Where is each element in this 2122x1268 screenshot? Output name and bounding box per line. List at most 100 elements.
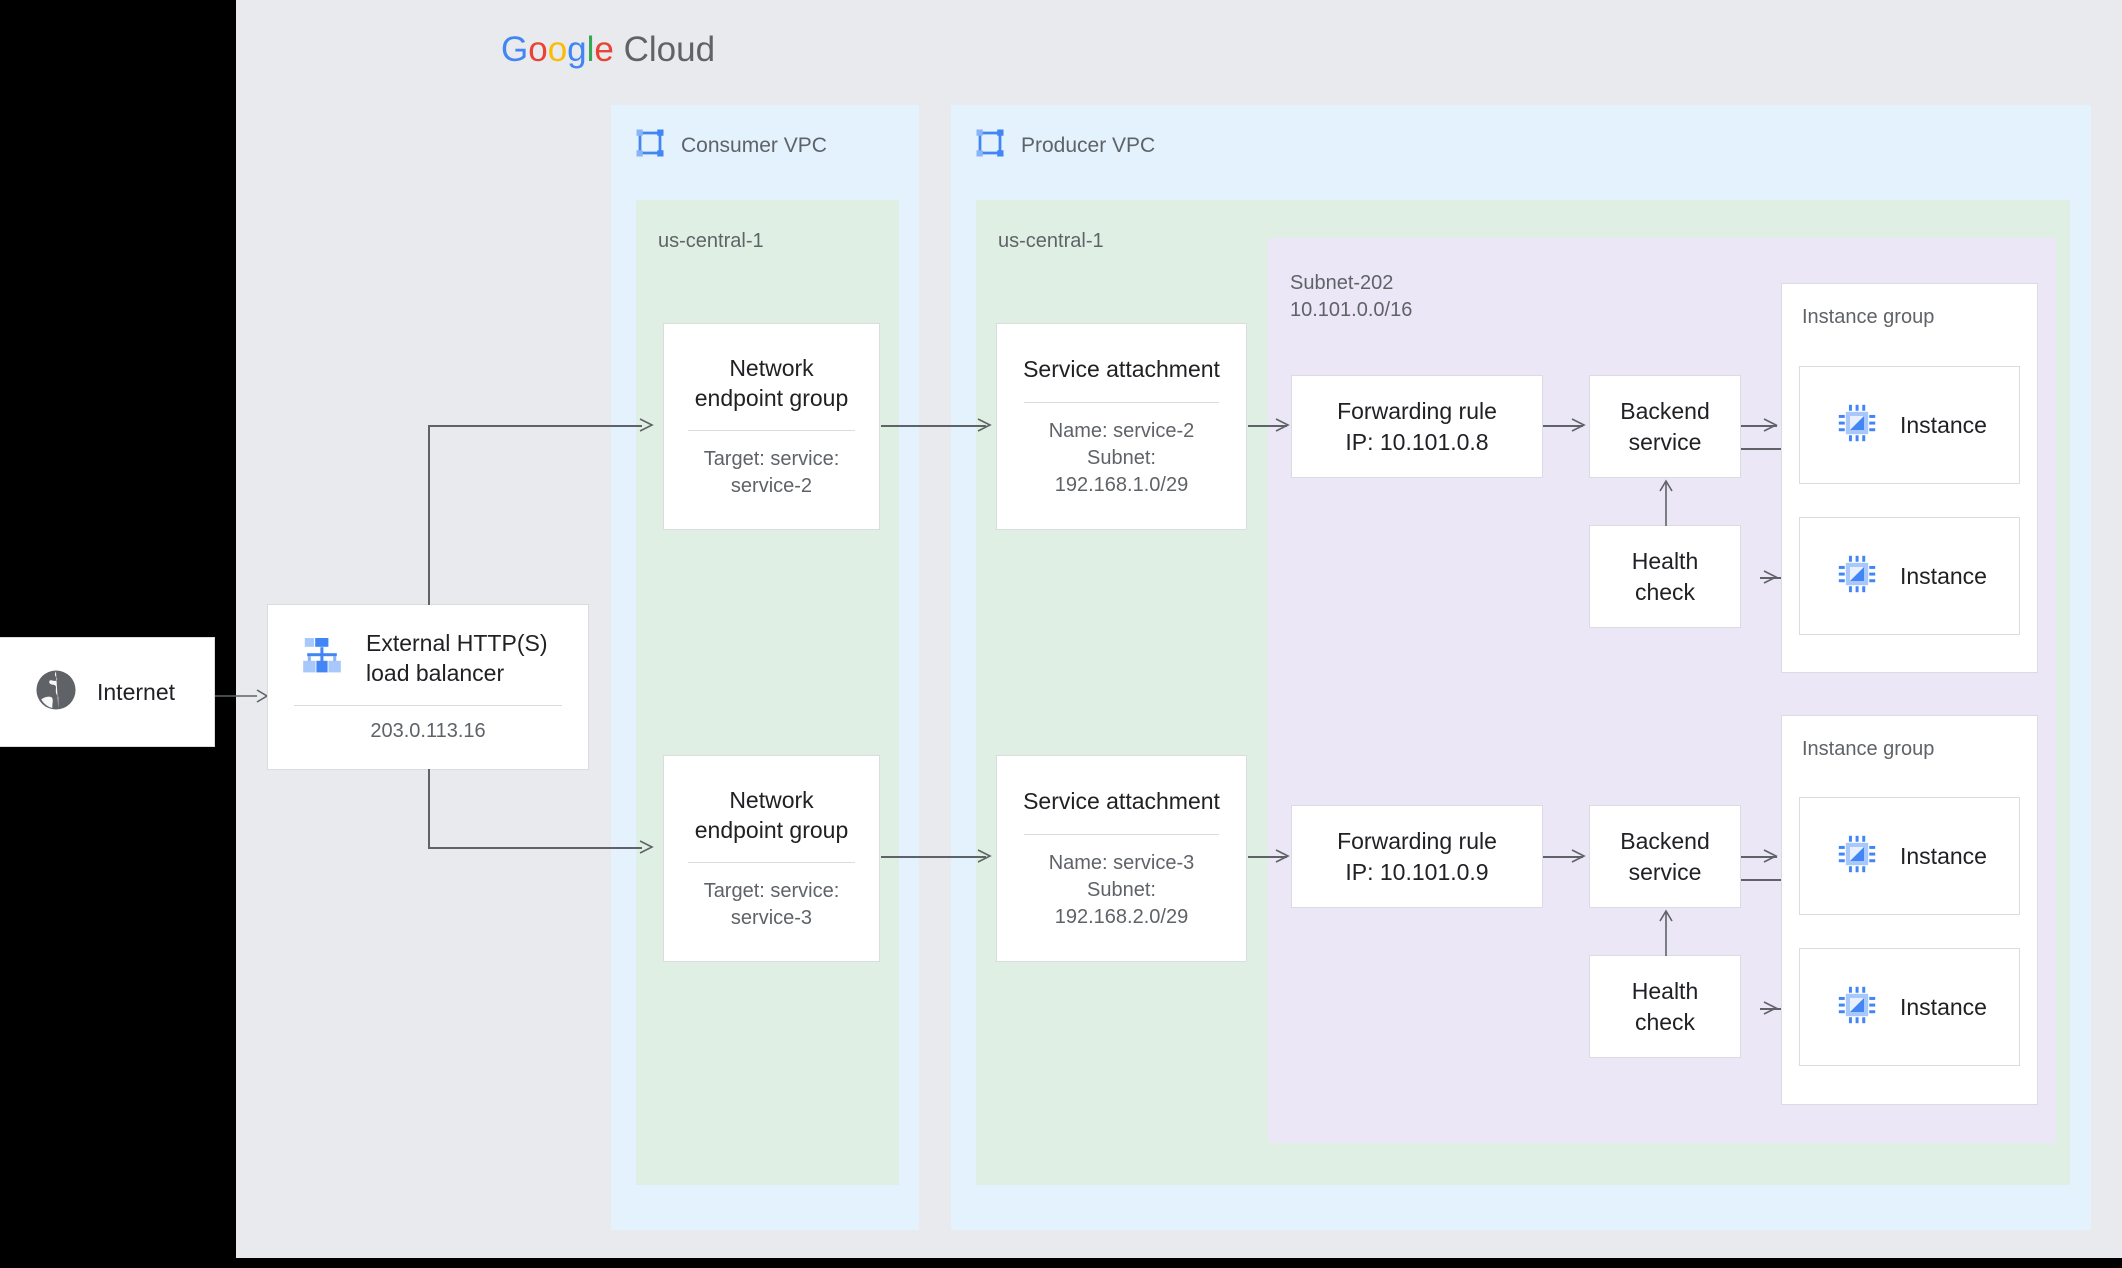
edge-hc1-to-bs1	[1659, 479, 1673, 526]
divider	[293, 704, 563, 706]
subnet-cidr: 10.101.0.0/16	[1290, 299, 1413, 321]
divider	[687, 862, 856, 864]
edge-hc2-to-bs2	[1659, 909, 1673, 956]
fr-title-line1: Forwarding rule	[1337, 828, 1497, 855]
lb-title-line2: load balancer	[366, 659, 505, 686]
neg-title-line2: endpoint group	[694, 817, 849, 843]
fr-ip-line: IP: 10.101.0.8	[1345, 428, 1489, 455]
edge-sa1-to-fr1	[1248, 425, 1287, 427]
arrowhead-instance2a	[1763, 849, 1778, 863]
sa-title-1: Service attachment	[1023, 356, 1220, 383]
instance-node-1a: Instance	[1799, 366, 2020, 484]
external-http-load-balancer-node: External HTTP(S) load balancer 203.0.113…	[267, 604, 589, 770]
subnet-label: Subnet-202 10.101.0.0/16	[1290, 270, 1412, 324]
fr-title-line1: Forwarding rule	[1337, 398, 1497, 425]
sa-subnet-label: Subnet:	[1087, 446, 1156, 469]
internet-node: Internet	[0, 637, 215, 747]
neg-title-line2: endpoint group	[694, 385, 849, 411]
instance-chip-icon	[1836, 553, 1878, 600]
instance-label-1b: Instance	[1900, 562, 1987, 589]
backend-service-node-1: Backend service	[1589, 375, 1741, 478]
vpc-icon	[975, 128, 1005, 163]
arrowhead-neg1	[639, 418, 654, 432]
sa-name: Name: service-2	[1048, 419, 1195, 442]
bs-title-1: Backend service	[1620, 396, 1710, 457]
instance-chip-icon	[1836, 402, 1878, 449]
neg-title-1: Network endpoint group	[695, 353, 848, 414]
producer-vpc-header: Producer VPC	[975, 128, 1155, 163]
instance-chip-icon	[1836, 833, 1878, 880]
edge-neg2-to-sa2	[881, 856, 986, 858]
arrowhead-fr1	[1275, 418, 1290, 432]
bs-title-2: Backend service	[1620, 826, 1710, 887]
divider	[1024, 401, 1219, 403]
edge-fr1-to-bs1	[1543, 425, 1583, 427]
instance-label-2b: Instance	[1900, 993, 1987, 1020]
globe-icon	[33, 667, 79, 718]
edge-lb-down-segment	[428, 769, 430, 849]
neg-target-2: Target: service: service-3	[704, 878, 840, 932]
lb-title-line1: External HTTP(S)	[366, 630, 548, 656]
arrowhead-instance1b	[1763, 570, 1778, 584]
edge-bs2-to-instance1	[1741, 856, 1777, 858]
service-attachment-node-1: Service attachment Name: service-2 Subne…	[996, 323, 1247, 530]
hc-title-line2: check	[1634, 578, 1696, 605]
producer-vpc-title: Producer VPC	[1021, 133, 1156, 157]
neg-target-label: Target: service:	[703, 880, 840, 903]
backend-service-node-2: Backend service	[1589, 805, 1741, 908]
neg-target-1: Target: service: service-2	[704, 446, 840, 500]
forwarding-rule-node-1: Forwarding rule IP: 10.101.0.8	[1291, 375, 1543, 478]
sa-name: Name: service-3	[1048, 851, 1195, 874]
arrowhead-instance1a	[1763, 418, 1778, 432]
sa-details-2: Name: service-3 Subnet: 192.168.2.0/29	[1049, 850, 1195, 931]
sa-subnet-cidr: 192.168.2.0/29	[1054, 905, 1189, 928]
edge-lb-to-neg2-horizontal	[428, 847, 642, 849]
bs-title-line2: service	[1628, 858, 1702, 885]
arrowhead-sa2	[977, 849, 992, 863]
hc-title-line1: Health	[1631, 548, 1699, 575]
fr-ip-line: IP: 10.101.0.9	[1345, 858, 1489, 885]
load-balancer-title: External HTTP(S) load balancer	[366, 629, 547, 689]
hc-title-2: Health check	[1632, 976, 1698, 1037]
health-check-node-2: Health check	[1589, 955, 1741, 1058]
network-endpoint-group-node-2: Network endpoint group Target: service: …	[663, 755, 880, 962]
neg-target-value: service-2	[730, 475, 813, 498]
sa-subnet-cidr: 192.168.1.0/29	[1054, 473, 1189, 496]
sa-subnet-label: Subnet:	[1087, 878, 1156, 901]
arrowhead-neg2	[639, 840, 654, 854]
instance-group-label-1: Instance group	[1802, 306, 1935, 328]
instance-node-2b: Instance	[1799, 948, 2020, 1066]
network-endpoint-group-node-1: Network endpoint group Target: service: …	[663, 323, 880, 530]
arrowhead-bs1	[1571, 418, 1586, 432]
bs-title-line1: Backend	[1620, 398, 1710, 425]
hc-title-1: Health check	[1632, 546, 1698, 607]
instance-chip-icon	[1836, 984, 1878, 1031]
edge-neg1-to-sa1	[881, 425, 986, 427]
consumer-region-label: us-central-1	[658, 230, 764, 252]
arrowhead-fr2	[1275, 849, 1290, 863]
fr-title-2: Forwarding rule IP: 10.101.0.9	[1337, 826, 1497, 887]
forwarding-rule-node-2: Forwarding rule IP: 10.101.0.9	[1291, 805, 1543, 908]
sa-title-2: Service attachment	[1023, 788, 1220, 815]
arrowhead-instance2b	[1763, 1001, 1778, 1015]
instance-node-2a: Instance	[1799, 797, 2020, 915]
load-balancer-icon	[298, 632, 346, 685]
load-balancer-ip: 203.0.113.16	[370, 719, 486, 742]
neg-title-line1: Network	[729, 786, 814, 813]
arrowhead-bs2	[1571, 849, 1586, 863]
consumer-vpc-title: Consumer VPC	[681, 133, 827, 157]
edge-internet-to-lb	[215, 689, 269, 703]
hc-title-line1: Health	[1631, 978, 1699, 1005]
service-attachment-node-2: Service attachment Name: service-3 Subne…	[996, 755, 1247, 962]
consumer-vpc-header: Consumer VPC	[635, 128, 827, 163]
edge-sa2-to-fr2	[1248, 856, 1287, 858]
fr-title-1: Forwarding rule IP: 10.101.0.8	[1337, 396, 1497, 457]
edge-lb-up-segment	[428, 425, 430, 605]
edge-bs2-to-instance2-h1	[1741, 879, 1785, 881]
edge-bs1-to-instance1	[1741, 425, 1777, 427]
bs-title-line2: service	[1628, 428, 1702, 455]
neg-title-line1: Network	[729, 354, 814, 381]
subnet-name: Subnet-202	[1290, 272, 1394, 294]
arrowhead-sa1	[977, 418, 992, 432]
health-check-node-1: Health check	[1589, 525, 1741, 628]
